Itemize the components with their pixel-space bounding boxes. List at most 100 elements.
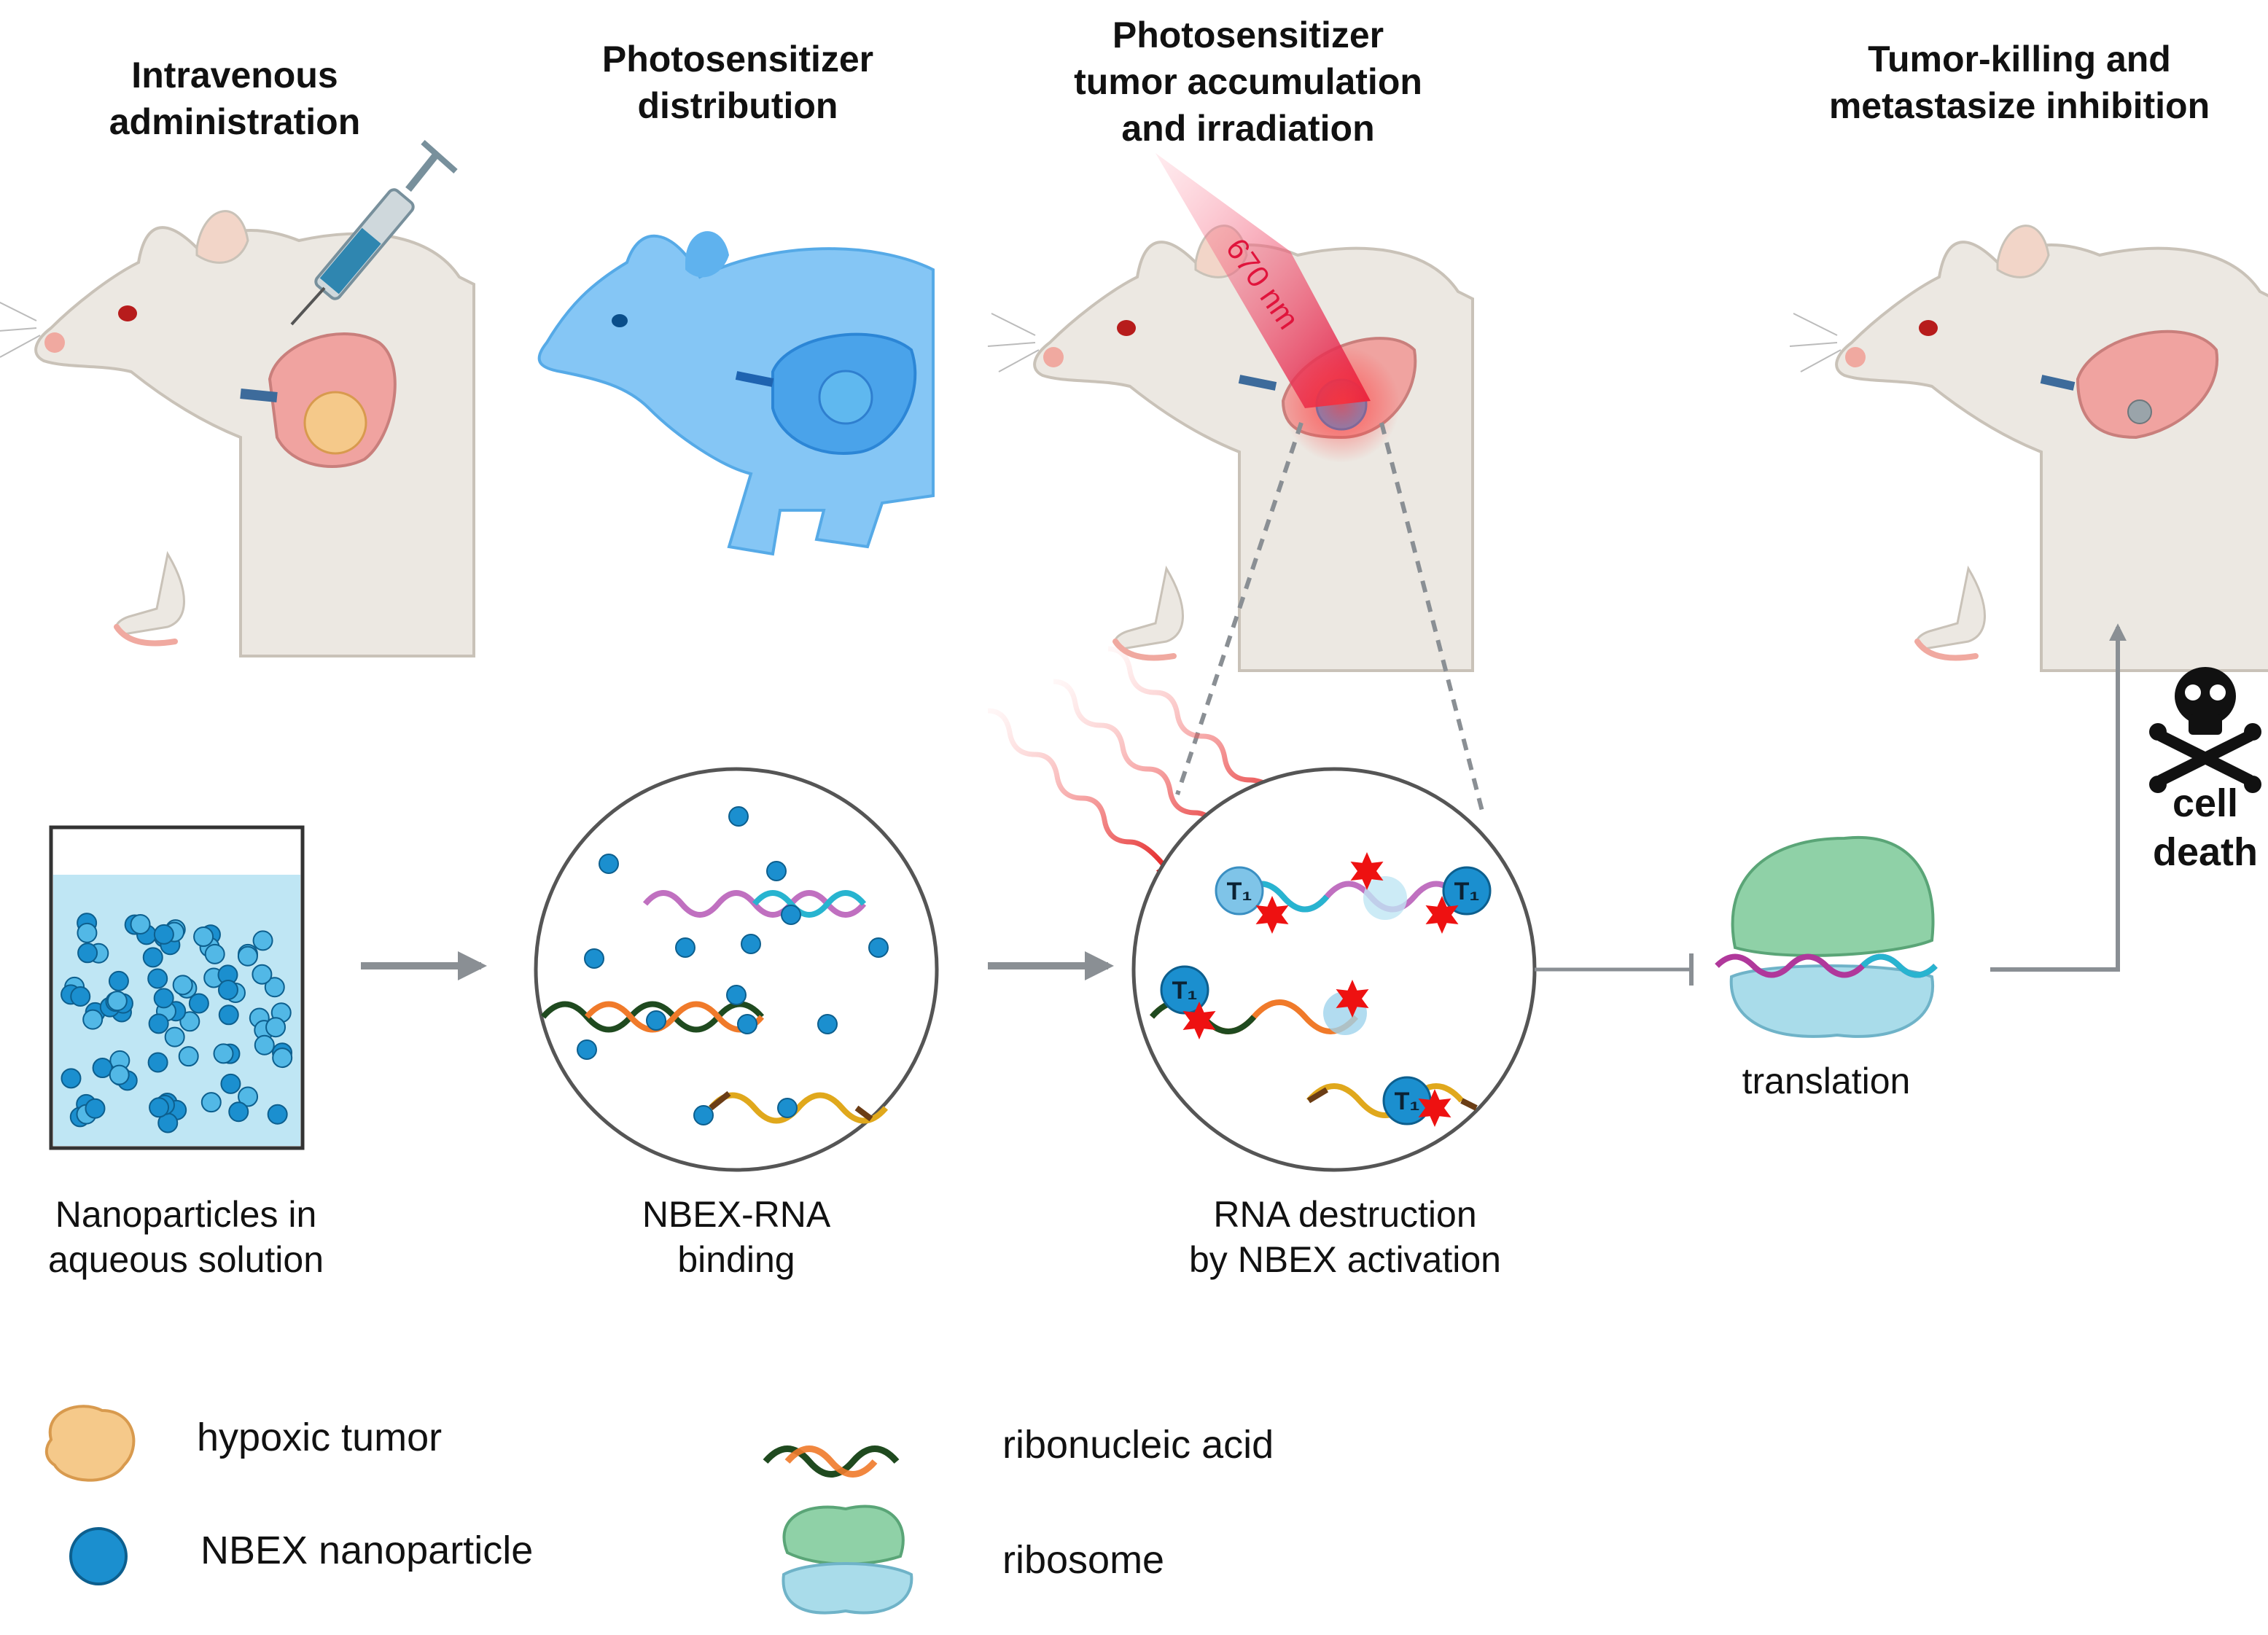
svg-text:Photosensitizer: Photosensitizer — [602, 39, 873, 79]
cell-death-label-2: death — [2153, 830, 2258, 874]
nanoparticle — [693, 1105, 714, 1125]
nanoparticle — [577, 1039, 597, 1060]
svg-text:Nanoparticles in: Nanoparticles in — [55, 1194, 317, 1235]
caption-binding: NBEX-RNA binding — [642, 1194, 831, 1280]
nanoparticle — [178, 1046, 199, 1067]
inhibition-arrow — [1535, 953, 1694, 986]
nanoparticle — [106, 991, 128, 1012]
svg-text:RNA destruction: RNA destruction — [1213, 1194, 1476, 1235]
svg-text:T₁: T₁ — [1227, 878, 1252, 905]
nanoparticle-icon — [69, 1527, 128, 1585]
nanoparticle — [108, 970, 129, 991]
rna-icon — [763, 1445, 900, 1478]
nanoparticle — [200, 1092, 222, 1113]
nanoparticle — [85, 1098, 106, 1119]
nanoparticle — [70, 986, 91, 1007]
nanoparticle — [220, 1073, 241, 1094]
ros-burst-icon — [1182, 1002, 1216, 1039]
legend-item-nbex-nanoparticle: NBEX nanoparticle — [69, 1527, 533, 1585]
nanoparticle — [179, 1011, 200, 1032]
ros-burst-icon — [1425, 896, 1459, 934]
nanoparticle — [172, 975, 193, 996]
legend-item-ribonucleic-acid: ribonucleic acid — [763, 1423, 1274, 1478]
nanoparticle-cluster — [61, 913, 293, 1133]
nanoparticle — [766, 861, 787, 881]
rat-illustration-1 — [0, 140, 474, 656]
nanoparticle — [272, 1047, 293, 1069]
nanoparticle — [741, 934, 761, 954]
svg-text:Tumor-killing and: Tumor-killing and — [1868, 39, 2171, 79]
reactive-oxygen-bursts — [1182, 852, 1459, 1127]
ribosome-icon — [782, 1505, 905, 1566]
svg-text:NBEX nanoparticle: NBEX nanoparticle — [200, 1529, 533, 1572]
triplet-particle: T₁ — [1215, 866, 1264, 916]
light-waves — [987, 646, 1320, 882]
nanoparticle — [149, 1097, 170, 1118]
nanoparticle — [147, 1052, 168, 1073]
binding-circle — [534, 767, 939, 1172]
nanoparticle — [777, 1098, 798, 1118]
tumor-icon — [268, 332, 397, 468]
rat-illustration-2 — [537, 231, 935, 556]
nanoparticle — [153, 988, 174, 1009]
nanoparticle — [599, 854, 619, 874]
nanoparticle — [218, 1004, 239, 1026]
title-step1: Intravenous administration — [109, 55, 360, 142]
svg-text:by NBEX activation: by NBEX activation — [1189, 1239, 1501, 1280]
destruction-circle: T₁ T₁ T₁ T₁ — [1131, 767, 1537, 1172]
translation-label: translation — [1742, 1061, 1911, 1101]
rat-illustration-4 — [1790, 226, 2268, 671]
svg-text:T₁: T₁ — [1395, 1088, 1420, 1115]
title-step3: Photosensitizer tumor accumulation and i… — [1074, 15, 1422, 149]
title-step2: Photosensitizer distribution — [602, 39, 873, 126]
svg-text:Intravenous: Intravenous — [131, 55, 338, 95]
nanoparticle — [267, 1104, 288, 1125]
syringe-icon — [290, 140, 458, 326]
ros-burst-icon — [1350, 852, 1384, 890]
nanoparticle — [217, 979, 238, 1000]
laser-beam: 670 nm — [1156, 153, 1400, 463]
nanoparticle — [252, 930, 273, 951]
cell-death-label-1: cell — [2172, 781, 2238, 825]
svg-text:binding: binding — [677, 1239, 795, 1280]
svg-text:NBEX-RNA: NBEX-RNA — [642, 1194, 831, 1235]
nanoparticle — [142, 947, 163, 968]
nanoparticle — [254, 1034, 275, 1055]
ros-burst-icon — [1336, 980, 1369, 1018]
svg-text:metastasize inhibition: metastasize inhibition — [1829, 85, 2210, 126]
nanoparticle-cluster — [577, 806, 889, 1125]
nanoparticle — [228, 1101, 249, 1123]
nanoparticle — [868, 937, 889, 958]
nanoparticle — [817, 1014, 838, 1034]
nanoparticle — [726, 985, 747, 1005]
nanoparticle — [77, 922, 98, 943]
nanoparticle — [130, 913, 151, 934]
nanoparticle — [153, 924, 174, 945]
nanoparticle — [213, 1043, 234, 1064]
nanoparticle — [164, 1026, 185, 1047]
nanoparticle — [252, 964, 273, 985]
nanoparticle — [737, 1014, 757, 1034]
svg-text:ribonucleic acid: ribonucleic acid — [1002, 1423, 1274, 1467]
ribosome-translation — [1715, 835, 1938, 1038]
legend-item-hypoxic-tumor: hypoxic tumor — [44, 1405, 442, 1482]
nanoparticle — [238, 1086, 259, 1107]
nanoparticle — [61, 1068, 82, 1089]
nanoparticle — [204, 943, 225, 964]
zoom-lines — [1175, 422, 1486, 817]
nanoparticle — [147, 968, 168, 989]
ros-burst-icon — [1255, 896, 1289, 934]
svg-text:hypoxic tumor: hypoxic tumor — [197, 1416, 442, 1459]
nanoparticle — [675, 937, 695, 958]
svg-text:T₁: T₁ — [1172, 977, 1198, 1004]
tumor-icon — [44, 1405, 136, 1482]
triplet-particle: T₁ — [1442, 866, 1492, 916]
nanoparticle — [77, 943, 98, 964]
nanoparticle — [264, 977, 285, 998]
nanoparticle — [109, 1064, 130, 1085]
svg-text:aqueous solution: aqueous solution — [48, 1239, 324, 1280]
nanoparticle — [646, 1010, 666, 1031]
nanoparticle — [265, 1017, 287, 1038]
beaker — [49, 825, 305, 1150]
